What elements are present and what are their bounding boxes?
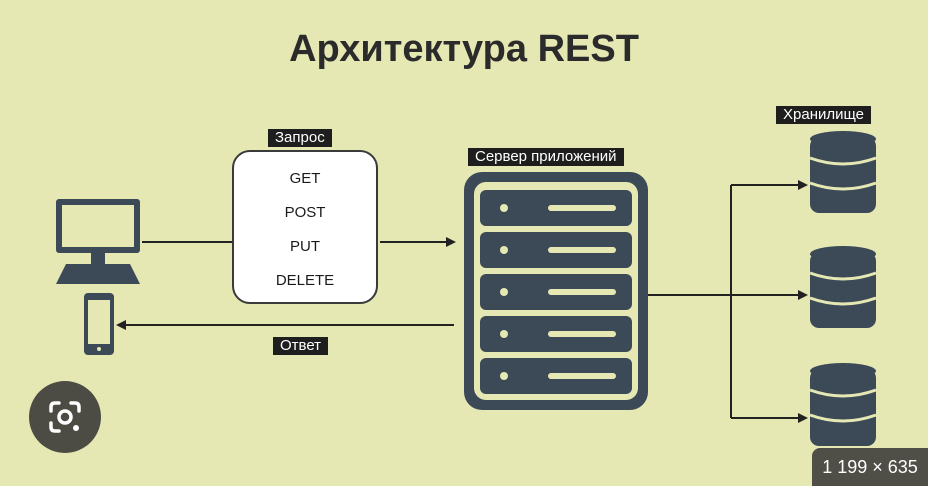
- visual-search-button[interactable]: [29, 381, 101, 453]
- response-label: Ответ: [273, 337, 329, 355]
- method-delete: DELETE: [275, 272, 335, 289]
- database-icon: [809, 131, 877, 213]
- database-icon: [809, 363, 877, 446]
- request-label: Запрос: [268, 129, 332, 147]
- database-icon: [809, 246, 877, 328]
- method-put: PUT: [290, 238, 320, 255]
- request-methods-box: GET POST PUT DELETE: [232, 150, 378, 304]
- method-get: GET: [289, 170, 321, 187]
- method-post: POST: [284, 204, 326, 221]
- image-size-badge: 1 199 × 635: [812, 448, 928, 486]
- storage-connectors: [648, 180, 808, 423]
- diagram-title: Архитектура REST: [289, 28, 639, 70]
- mobile-phone-icon: [84, 293, 114, 355]
- storage-label: Хранилище: [776, 106, 871, 124]
- lens-icon: [49, 401, 81, 433]
- server-label: Сервер приложений: [468, 148, 624, 166]
- desktop-computer-icon: [56, 199, 140, 284]
- server-icon: [464, 172, 648, 410]
